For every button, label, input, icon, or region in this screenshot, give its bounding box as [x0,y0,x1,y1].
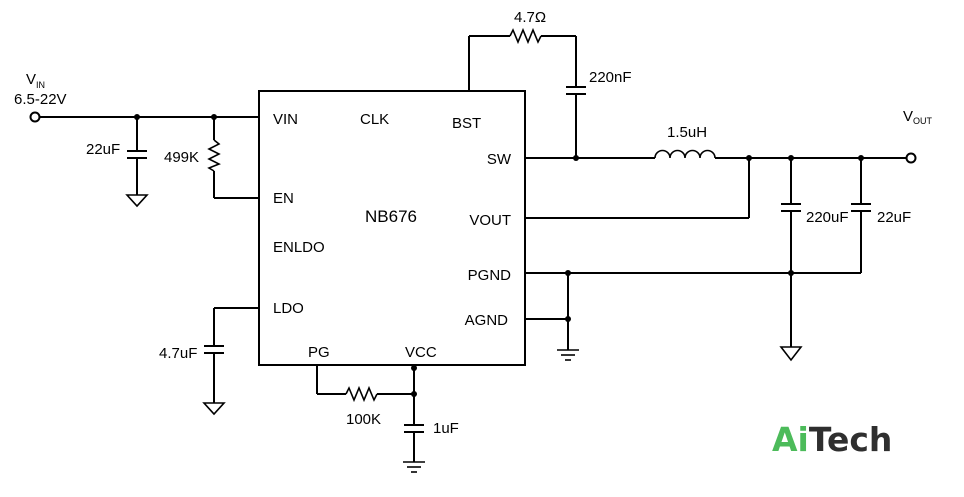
pin-pg: PG [308,344,330,361]
junction [788,270,794,276]
vin-range: 6.5-22V [14,91,67,108]
pin-vout: VOUT [469,212,511,229]
pin-clk: CLK [360,111,389,128]
pin-agnd: AGND [465,312,509,329]
aitech-logo: AiTech [772,420,892,459]
junction [411,391,417,397]
vcc-capacitor-label: 1uF [433,420,459,437]
junction [411,365,417,371]
inductor-label: 1.5uH [667,124,707,141]
en-resistor-label: 499K [164,149,199,166]
pin-vcc: VCC [405,344,437,361]
pin-en: EN [273,190,294,207]
pin-enldo: ENLDO [273,239,325,256]
ic-name: NB676 [365,207,417,226]
junction [565,270,571,276]
pin-ldo: LDO [273,300,304,317]
ground-symbol [125,194,149,208]
input-capacitor [127,117,147,195]
signal-ground-symbol [557,349,579,361]
pin-sw: SW [487,151,512,168]
output-capacitor-220uf-label: 220uF [806,209,849,226]
ldo-capacitor [204,307,259,403]
vin-label: V [26,71,36,88]
vcc-capacitor [404,365,424,462]
signal-ground-symbol [403,461,425,473]
input-capacitor-label: 22uF [86,141,120,158]
vout-feedback-wire [525,158,750,219]
vout-terminal [905,152,917,164]
bst-capacitor-label: 220nF [589,69,632,86]
vin-terminal [29,111,41,123]
vout-label-sub: OUT [913,116,933,126]
logo-tech: Tech [809,420,893,459]
ldo-capacitor-label: 4.7uF [159,345,197,362]
pg-resistor [316,365,414,403]
ic-body [258,90,526,366]
pin-vin: VIN [273,111,298,128]
pin-pgnd: PGND [468,267,512,284]
pg-resistor-label: 100K [346,411,381,428]
logo-ai: Ai [772,420,809,459]
bst-network [468,27,586,158]
pin-bst: BST [452,115,481,132]
ground-symbol [779,346,803,362]
vin-label-sub: IN [36,80,45,90]
bst-resistor-label: 4.7Ω [514,9,546,26]
output-capacitor-220uf [781,158,801,347]
junction [573,155,579,161]
output-capacitor-22uf-label: 22uF [877,209,911,226]
ground-bus [525,272,861,350]
en-resistor [207,117,259,199]
ground-symbol [202,402,226,416]
output-capacitor-22uf [851,158,871,273]
junction [565,316,571,322]
vout-label: V [903,108,913,125]
output-inductor [654,149,716,159]
